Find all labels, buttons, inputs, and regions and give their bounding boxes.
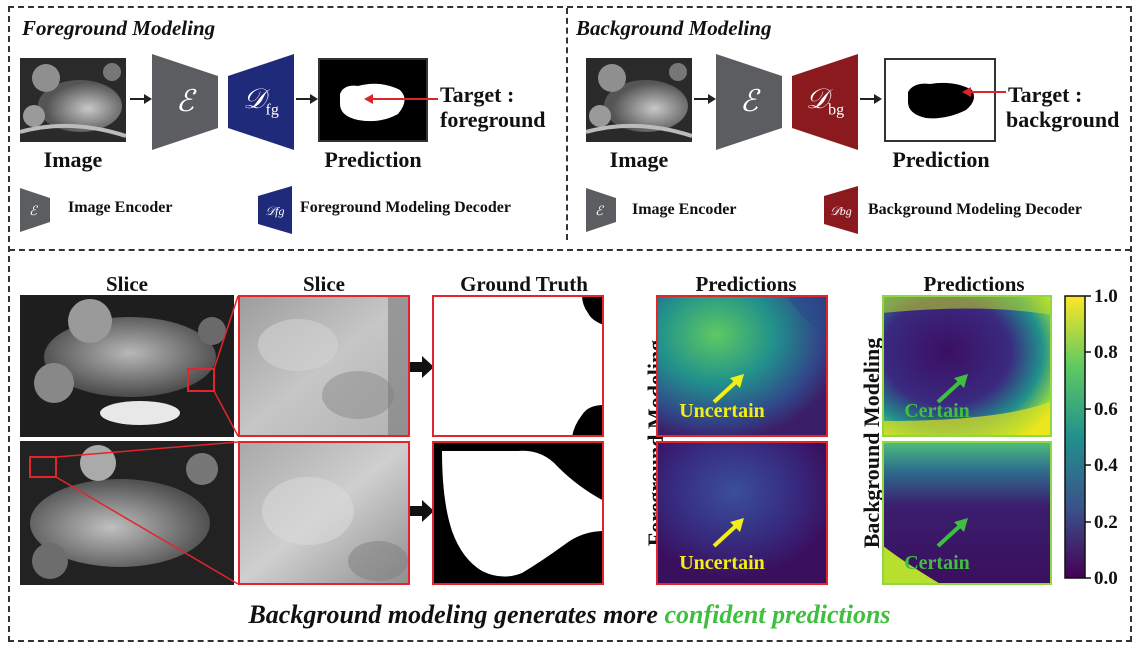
bg-encoder-symbol: ℰ: [739, 85, 759, 118]
bg-prediction-mask: [884, 58, 996, 142]
colorbar-tick-5: 0.2: [1094, 512, 1118, 533]
bg-image-label: Image: [609, 147, 669, 172]
colorbar-tick-6: 0.0: [1094, 568, 1118, 589]
bg-input-image: [586, 58, 692, 142]
fg-decoder-block: 𝒟fg: [228, 54, 294, 150]
bg-legend-decoder-label: Background Modeling Decoder: [868, 201, 1082, 218]
fg-decoder-shape: [228, 54, 294, 150]
svg-text:ℰ: ℰ: [595, 203, 604, 218]
bg-note-arrow-bottom: [936, 518, 968, 548]
bg-decoder-shape: [792, 54, 858, 150]
bg-note-top: Certain: [904, 400, 970, 422]
fg-encoder-symbol: ℰ: [175, 85, 195, 118]
fg-decoder-symbol: 𝒟fg: [228, 84, 294, 120]
fg-encoder-block: ℰ: [152, 54, 218, 150]
bg-pred-heatmap-top: [882, 295, 1052, 437]
fg-legend-decoder-label: Foreground Modeling Decoder: [300, 199, 511, 216]
fg-target-arrow: [364, 94, 438, 104]
outer-frame: [8, 6, 1132, 642]
bg-decoder-letter: 𝒟: [805, 84, 829, 115]
fg-arrow-1: [130, 94, 152, 104]
bg-pred-heatmap-bottom: [882, 441, 1052, 585]
bg-legend-encoder-icon: ℰ: [586, 188, 616, 232]
bg-arrow-1: [694, 94, 716, 104]
middle-divider: [9, 249, 1131, 251]
fg-target-text-2: foreground: [440, 107, 546, 132]
fg-image-label: Image: [43, 147, 103, 172]
ground-truth-top: [432, 295, 604, 437]
bg-prediction-label: Prediction: [892, 147, 990, 172]
bg-legend-encoder-label: Image Encoder: [632, 201, 737, 218]
caption-part-1: Background modeling generates more: [248, 600, 665, 629]
bg-legend-decoder-icon: 𝒟bg: [824, 186, 858, 234]
caption: Background modeling generates more confi…: [0, 600, 1139, 630]
svg-text:ℰ: ℰ: [29, 203, 38, 218]
caption-part-2: confident predictions: [664, 600, 891, 629]
fg-decoder-letter: 𝒟: [243, 84, 266, 115]
colorbar-tick-4: 0.4: [1094, 455, 1118, 476]
bg-target-text-2: background: [1006, 107, 1120, 132]
fg-legend-encoder-icon: ℰ: [20, 188, 50, 232]
fg-legend-encoder-label: Image Encoder: [68, 199, 173, 216]
fg-note-arrow-top: [712, 374, 744, 404]
fg-note-arrow-bottom: [712, 518, 744, 548]
fg-pred-heatmap-top: [656, 295, 828, 437]
gt-arrow-top: [410, 356, 434, 378]
bg-arrow-2: [860, 94, 882, 104]
col-head-slice: Slice: [106, 272, 148, 296]
colorbar-tick-3: 0.6: [1094, 399, 1118, 420]
bg-note-bottom: Certain: [904, 552, 970, 574]
fg-prediction-label: Prediction: [324, 147, 422, 172]
fg-note-top: Uncertain: [679, 400, 765, 422]
bg-decoder-sub: bg: [828, 101, 845, 119]
colorbar-tick-marks: [1085, 295, 1091, 579]
bg-section-title: Background Modeling: [576, 16, 772, 40]
fg-target-text-1: Target :: [440, 82, 515, 107]
bg-note-arrow-top: [936, 374, 968, 404]
svg-text:𝒟bg: 𝒟bg: [830, 204, 852, 218]
fg-section-title: Foreground Modeling: [22, 16, 216, 40]
fg-note-bottom: Uncertain: [679, 552, 765, 574]
fg-decoder-sub: fg: [265, 101, 279, 119]
slice-image-top: [20, 295, 234, 437]
bg-target-arrow: [962, 87, 1006, 97]
slice-zoom-top: [238, 295, 410, 437]
svg-text:𝒟fg: 𝒟fg: [266, 204, 285, 218]
bg-encoder-block: ℰ: [716, 54, 782, 150]
bg-target-text-1: Target :: [1008, 82, 1083, 107]
fg-arrow-2: [296, 94, 318, 104]
fg-legend-decoder-icon: 𝒟fg: [258, 186, 292, 234]
top-divider-vertical: [566, 8, 568, 240]
colorbar-tick-2: 0.8: [1094, 342, 1118, 363]
bg-encoder-shape: [716, 54, 782, 150]
col-head-pred-bg: Predictions: [923, 272, 1025, 296]
col-head-slice-zoom: Slice: [303, 272, 345, 296]
col-head-pred-fg: Predictions: [695, 272, 797, 296]
slice-zoom-bottom: [238, 441, 410, 585]
colorbar: [1064, 295, 1086, 579]
bg-decoder-symbol: 𝒟bg: [792, 84, 858, 120]
col-head-ground-truth: Ground Truth: [460, 272, 588, 296]
fg-pred-heatmap-bottom: [656, 441, 828, 585]
colorbar-tick-1: 1.0: [1094, 286, 1118, 307]
fg-input-image: [20, 58, 126, 142]
bg-decoder-block: 𝒟bg: [792, 54, 858, 150]
fg-encoder-shape: [152, 54, 218, 150]
ground-truth-bottom: [432, 441, 604, 585]
gt-arrow-bottom: [410, 500, 434, 522]
